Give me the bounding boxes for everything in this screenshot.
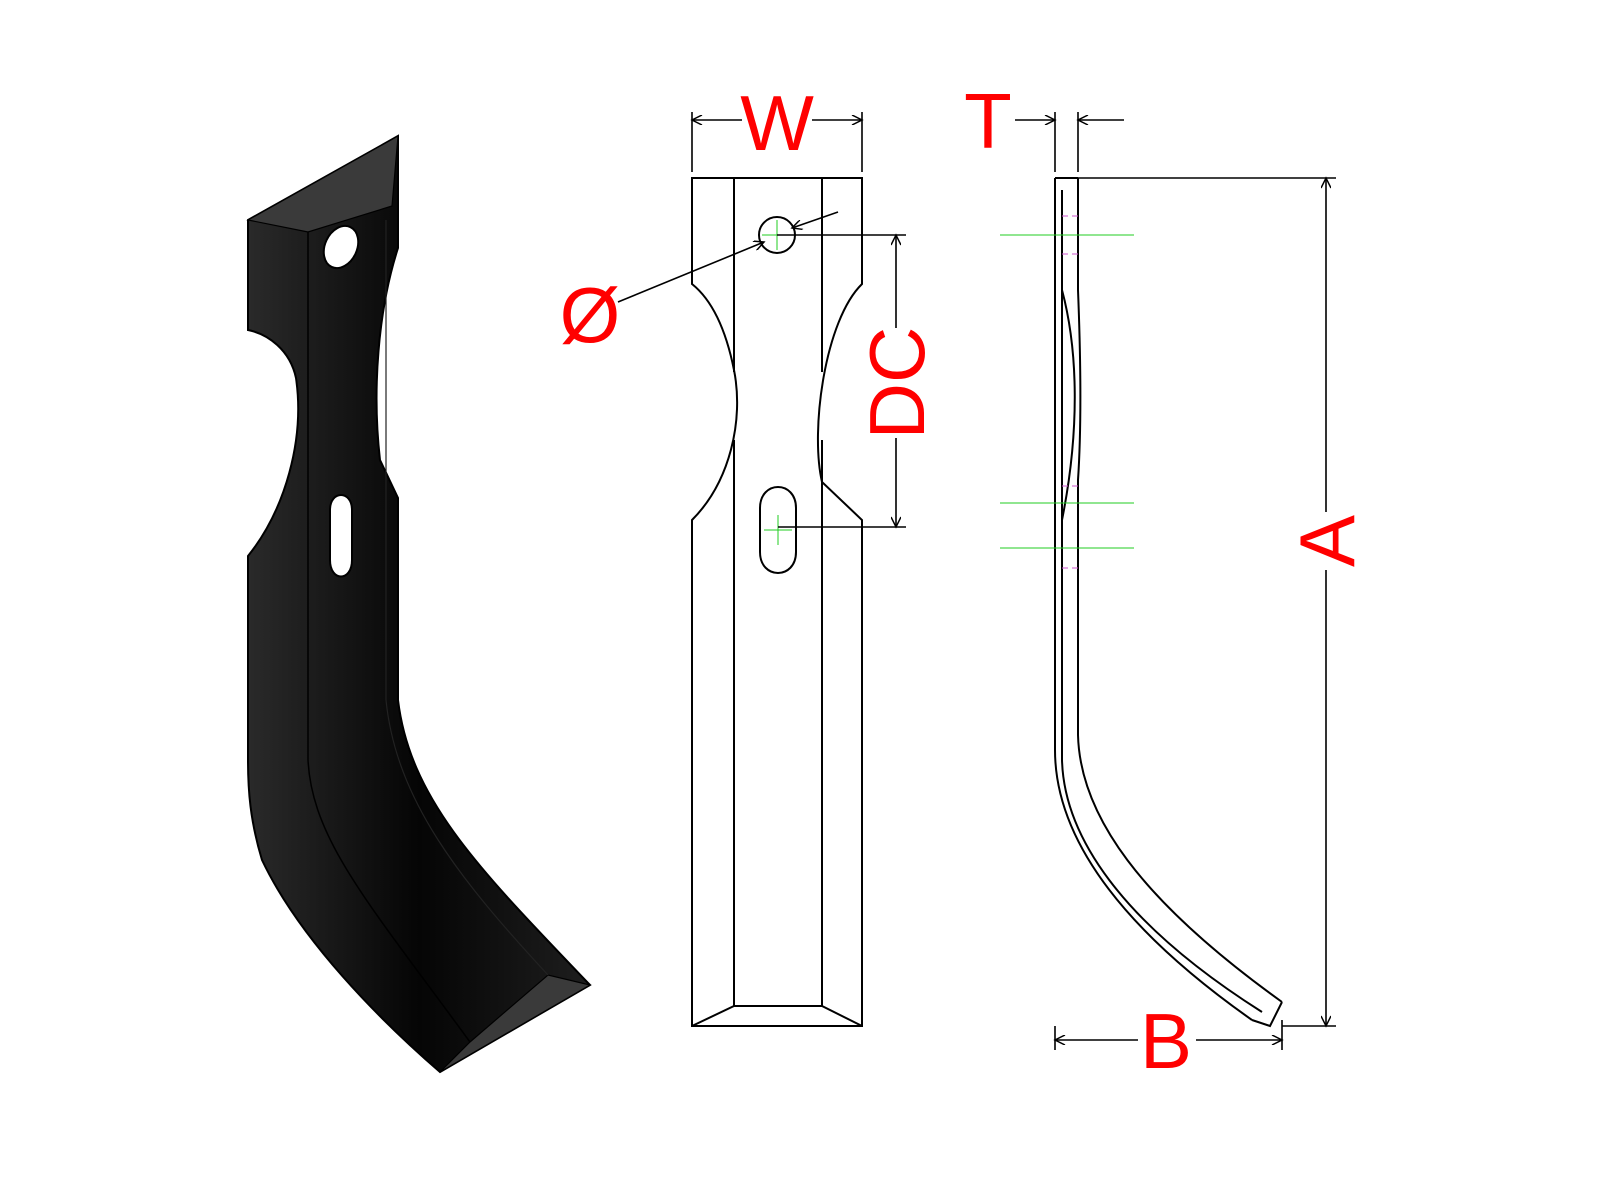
side-outline-mid [1061, 190, 1263, 1013]
front-slot-centerline [764, 515, 792, 545]
thickness-extension-lines [1054, 112, 1079, 172]
iso-round-hole [322, 224, 360, 270]
diameter-label: Ø [560, 271, 621, 359]
blade-ridge-right [385, 220, 549, 976]
isometric-view [246, 134, 592, 1074]
thickness-label: T [964, 77, 1012, 165]
side-tip [1251, 1001, 1283, 1028]
side-hidden-hole [1062, 215, 1078, 255]
diameter-leader [617, 242, 764, 303]
side-relief-curve [1061, 289, 1076, 521]
blade-top-bevel [246, 134, 399, 233]
front-slot-hole [759, 486, 797, 574]
front-view: W Ø DC [560, 79, 941, 1027]
side-outline-inner [1077, 178, 1283, 1003]
blade-body [247, 134, 592, 1074]
width-label: W [740, 79, 814, 167]
front-outline [691, 177, 863, 1027]
offset-label: B [1140, 997, 1192, 1085]
side-view: T A B [964, 77, 1371, 1085]
iso-slot-hole [329, 494, 353, 578]
height-label: A [1283, 515, 1371, 567]
side-outline-outer [1054, 178, 1253, 1021]
dc-label: DC [853, 327, 941, 440]
diameter-leader-upper [792, 211, 839, 228]
front-bottom-bevel [691, 1005, 863, 1027]
side-hidden-slot [1062, 485, 1078, 569]
blade-center-ridge [307, 232, 471, 1043]
